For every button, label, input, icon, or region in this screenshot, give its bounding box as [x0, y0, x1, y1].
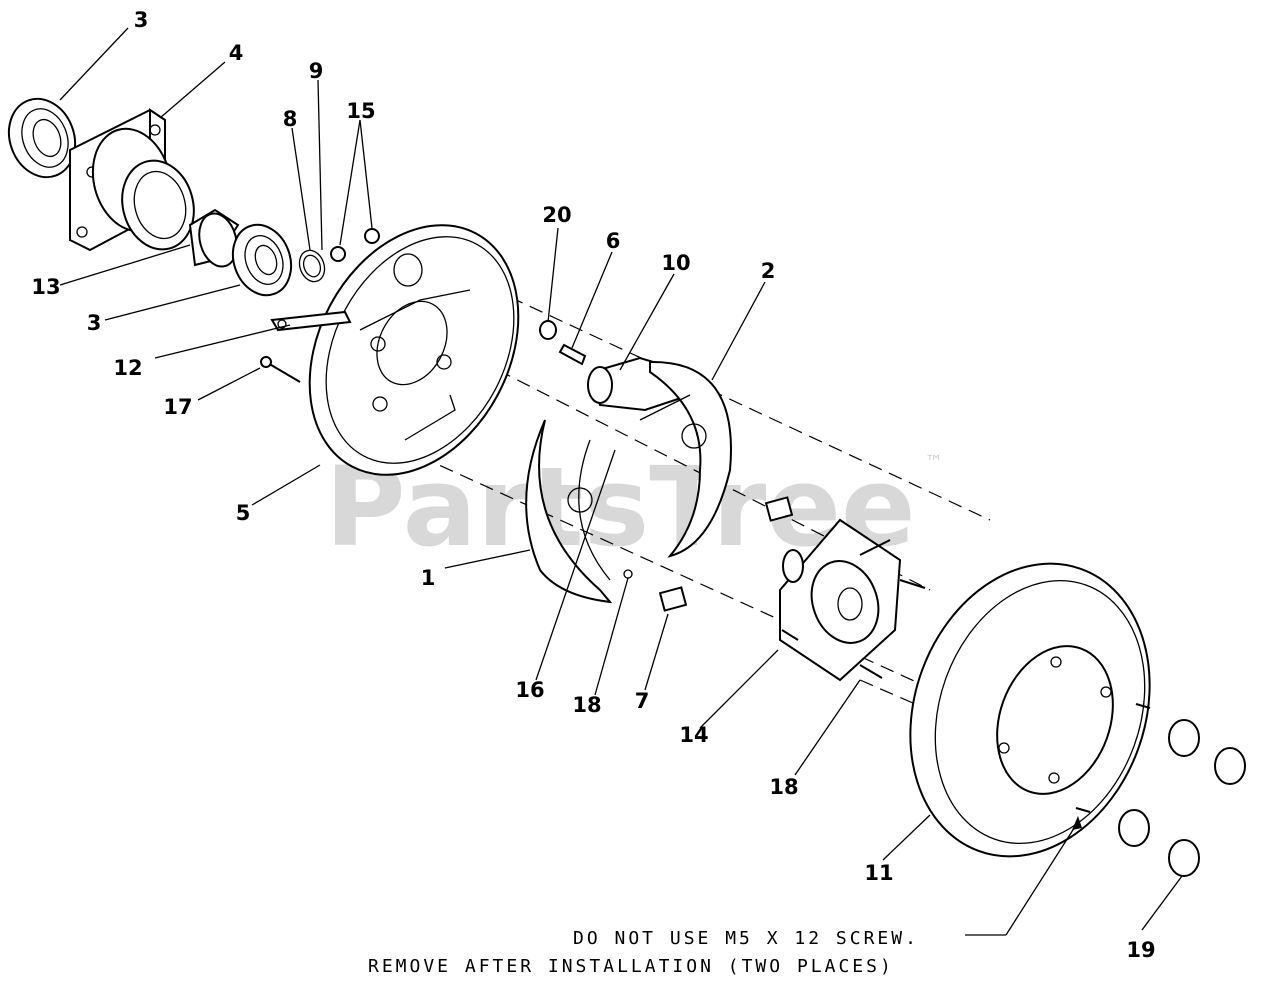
sleeve	[188, 208, 240, 268]
watermark-trademark: ™	[925, 452, 943, 473]
bolt	[260, 356, 301, 383]
callout-13: 13	[31, 275, 60, 299]
callout-labels: 3 4 9 8 15 13 3 12 17 5 20 6 10 2 1 16 1…	[31, 8, 1155, 962]
callout-2: 2	[761, 259, 776, 283]
bleeder-cap	[539, 320, 557, 340]
brake-shoe-lower	[525, 419, 613, 604]
wheel-hub	[779, 518, 926, 682]
brake-shoe-upper	[639, 360, 732, 558]
callout-12: 12	[113, 356, 142, 380]
backing-plate	[308, 224, 520, 476]
bearing-lower	[231, 223, 293, 297]
callout-3-top: 3	[134, 8, 149, 32]
flange-housing	[69, 108, 195, 252]
callout-6: 6	[606, 229, 621, 253]
callout-9: 9	[309, 59, 324, 83]
callout-14: 14	[679, 723, 708, 747]
callout-4: 4	[229, 41, 244, 65]
callout-7: 7	[635, 689, 650, 713]
installation-note: DO NOT USE M5 X 12 SCREW. REMOVE AFTER I…	[368, 928, 919, 977]
callout-11: 11	[864, 861, 893, 885]
callout-17: 17	[163, 395, 192, 419]
callout-18-left: 18	[572, 693, 601, 717]
brake-lever	[270, 310, 352, 332]
snap-ring	[298, 249, 326, 283]
bearing-top	[7, 97, 77, 179]
callout-16: 16	[515, 678, 544, 702]
callout-15: 15	[346, 99, 375, 123]
callout-18-right: 18	[769, 775, 798, 799]
callout-10: 10	[661, 251, 690, 275]
note-line-1: DO NOT USE M5 X 12 SCREW.	[573, 928, 919, 949]
callout-20: 20	[542, 203, 571, 227]
clips	[330, 228, 380, 262]
brake-drum	[909, 562, 1151, 858]
callout-19: 19	[1126, 938, 1155, 962]
note-line-2: REMOVE AFTER INSTALLATION (TWO PLACES)	[368, 956, 894, 977]
callout-3-lower: 3	[87, 311, 102, 335]
callout-8: 8	[283, 107, 298, 131]
clip-group	[623, 496, 794, 612]
callout-5: 5	[236, 501, 251, 525]
bleeder-screw	[558, 343, 587, 366]
lug-nuts	[1118, 719, 1246, 877]
leader-lines	[59, 27, 1183, 936]
callout-1: 1	[421, 566, 436, 590]
